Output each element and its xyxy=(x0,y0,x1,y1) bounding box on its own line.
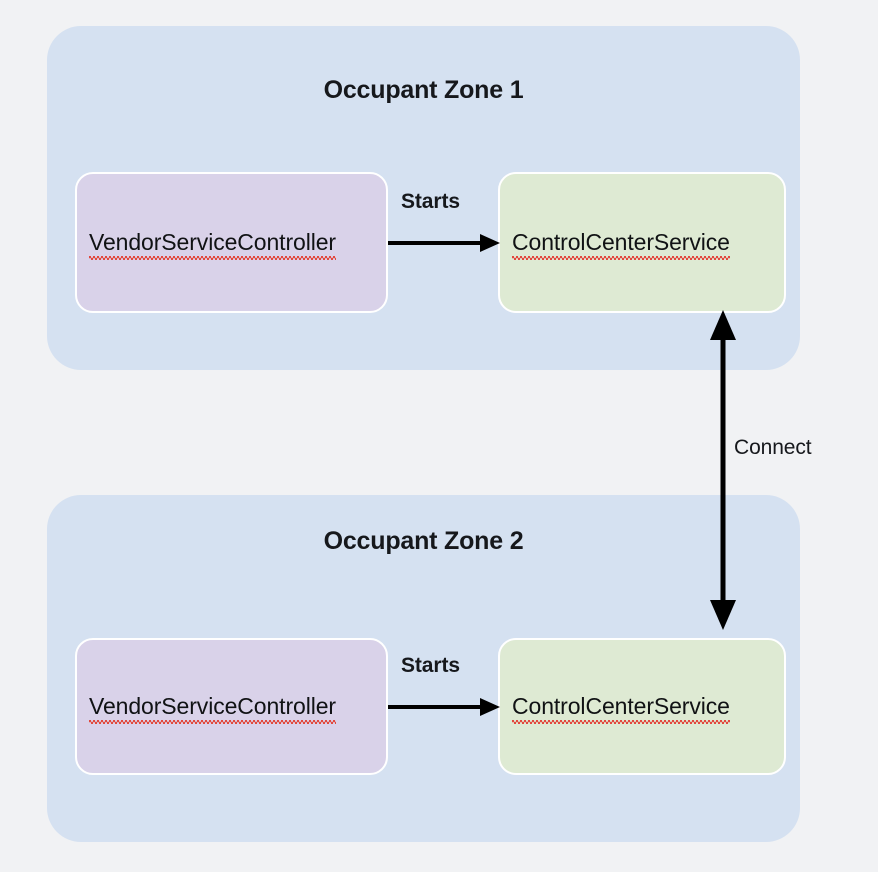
starts-edge-label-zone-2: Starts xyxy=(401,654,460,677)
connect-bidirectional-arrow xyxy=(710,310,736,630)
control-center-service-node-zone-2[interactable]: ControlCenterService xyxy=(498,638,786,775)
occupant-zone-1-title: Occupant Zone 1 xyxy=(323,76,524,104)
control-center-service-label-zone-2: ControlCenterService xyxy=(500,693,730,724)
connect-edge-label: Connect xyxy=(734,436,812,459)
starts-arrow-zone-2 xyxy=(388,698,500,716)
starts-edge-label-zone-1: Starts xyxy=(401,190,460,213)
vendor-service-controller-label-zone-1: VendorServiceController xyxy=(77,229,336,260)
vendor-service-controller-node-zone-2[interactable]: VendorServiceController xyxy=(75,638,388,775)
control-center-service-node-zone-1[interactable]: ControlCenterService xyxy=(498,172,786,313)
starts-arrow-zone-1 xyxy=(388,234,500,252)
vendor-service-controller-label-zone-2: VendorServiceController xyxy=(77,693,336,724)
vendor-service-controller-node-zone-1[interactable]: VendorServiceController xyxy=(75,172,388,313)
occupant-zone-2-title: Occupant Zone 2 xyxy=(323,527,524,555)
control-center-service-label-zone-1: ControlCenterService xyxy=(500,229,730,260)
